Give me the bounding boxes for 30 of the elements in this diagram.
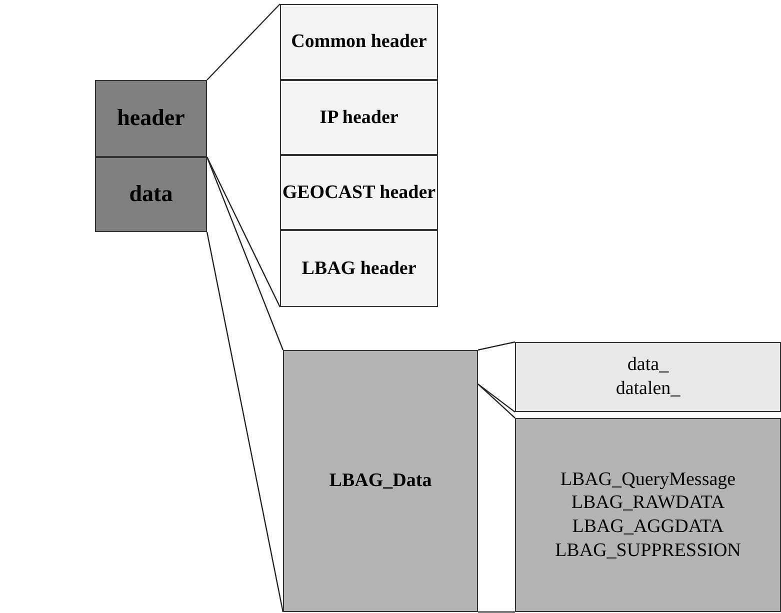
data-field-box xyxy=(283,350,478,612)
expansion-line xyxy=(478,384,516,418)
field-label: LBAG header xyxy=(302,256,416,280)
expansion-line xyxy=(206,156,281,308)
field-label: IP header xyxy=(320,106,398,130)
field-label: LBAG_QueryMessage xyxy=(560,468,736,492)
expansion-line xyxy=(478,341,516,351)
header-field-box xyxy=(280,80,438,155)
packet-field-box xyxy=(95,80,207,157)
field-label: data_ xyxy=(627,353,669,377)
data-member-box xyxy=(515,342,781,412)
field-label: LBAG_RAWDATA xyxy=(571,491,725,515)
header-field-box xyxy=(280,4,438,80)
field-label: header xyxy=(117,104,185,132)
packet-field-box xyxy=(95,157,207,232)
header-field-box xyxy=(280,155,438,230)
expansion-line xyxy=(478,611,515,613)
field-label: LBAG_Data xyxy=(329,469,432,493)
field-label: Common header xyxy=(291,30,427,54)
expansion-line xyxy=(206,156,284,350)
expansion-line xyxy=(206,4,280,80)
data-type-box xyxy=(515,418,781,612)
field-label: LBAG_AGGDATA xyxy=(572,515,724,539)
expansion-line xyxy=(206,232,284,612)
field-label: datalen_ xyxy=(616,377,680,401)
field-label: data xyxy=(129,180,173,208)
field-label: LBAG_SUPPRESSION xyxy=(555,538,741,562)
field-label: GEOCAST header xyxy=(282,180,436,204)
header-field-box xyxy=(280,230,438,307)
expansion-line xyxy=(478,384,516,412)
